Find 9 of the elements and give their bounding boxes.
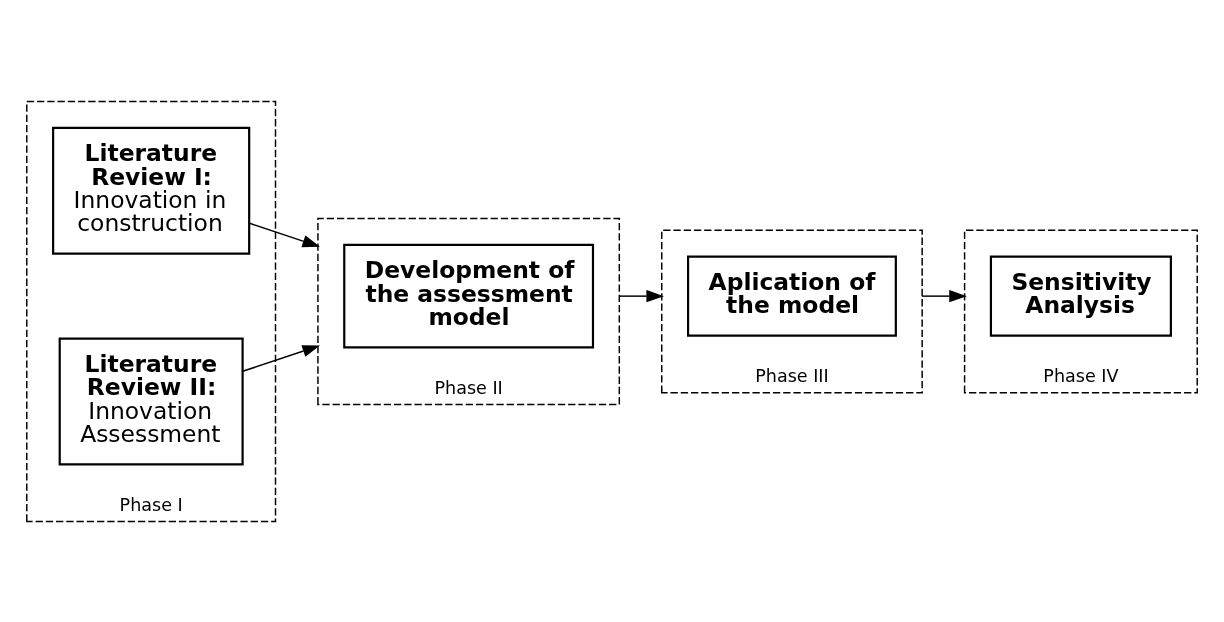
node-box: Literature Review I: Innovation in construction (52, 126, 251, 255)
node-box: Development of the assessment model (343, 243, 595, 348)
arrow (618, 289, 664, 302)
arrow (921, 289, 967, 302)
arrow (242, 344, 321, 372)
arrow (248, 222, 321, 247)
node-box: Sensitivity Analysis (989, 255, 1172, 337)
node-box: Aplication of the model (687, 255, 897, 337)
node-box: Literature Review II: Innovation Assessment (58, 336, 244, 465)
